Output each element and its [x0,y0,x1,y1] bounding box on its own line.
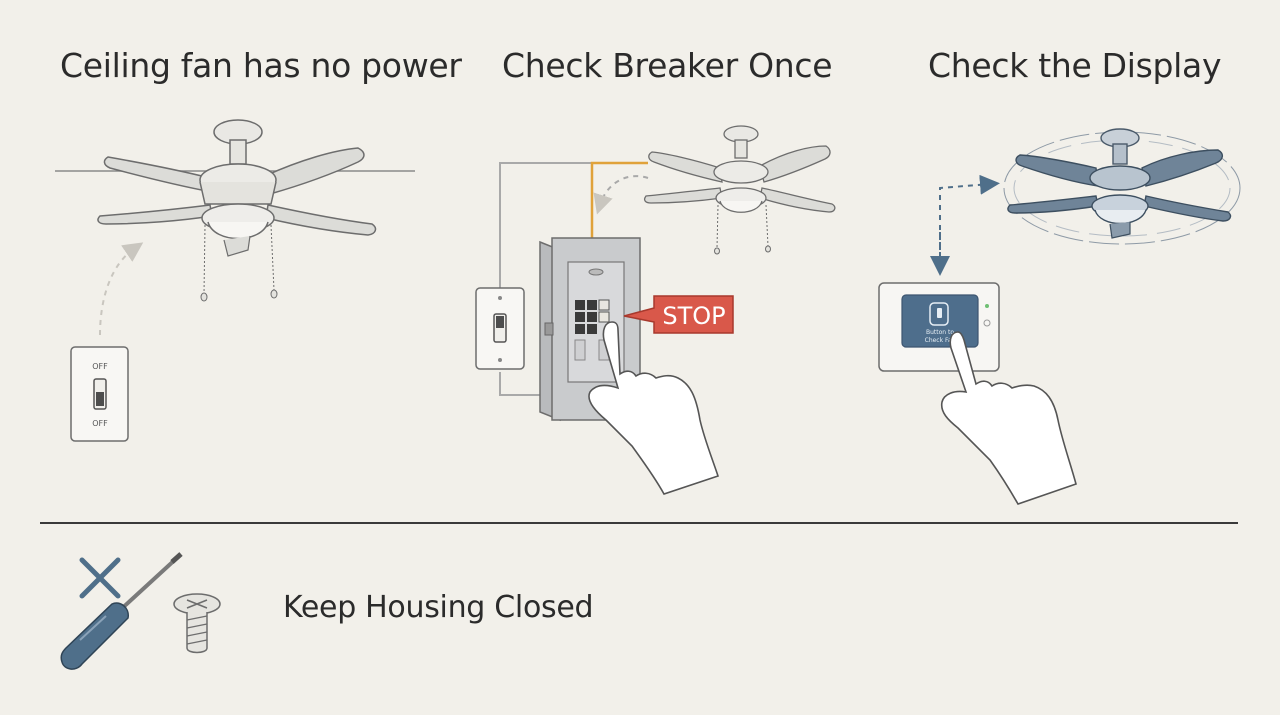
dashed-arrow-icon [939,174,1000,260]
display-text-line2: Check Fan [925,337,956,344]
stop-label: STOP [662,302,725,330]
section-divider [40,522,1238,524]
wall-switch-icon [70,346,129,442]
curved-arrow-icon [593,175,649,215]
pointing-hand-icon [588,321,720,495]
wall-switch-icon [475,287,525,370]
ceiling-fan-spinning-icon [1007,128,1232,239]
screwdriver-icon [60,552,183,670]
switch-bottom-label: OFF [92,419,108,428]
x-mark-icon [79,557,121,599]
switch-top-label: OFF [92,362,108,371]
ceiling-fan-icon [97,119,377,302]
display-device-icon [878,282,1000,372]
screw-icon [173,593,221,654]
display-text-line1: Button to [926,329,954,336]
orange-wire [590,161,648,238]
curved-arrow-icon [99,242,144,336]
panel-1-title: Ceiling fan has no power [60,46,462,85]
panel-3-scene: Button to Check Fan [878,128,1241,505]
pointing-hand-icon [940,331,1077,505]
keep-housing-closed-label: Keep Housing Closed [283,590,594,625]
stop-callout [623,295,734,334]
panel-3-title: Check the Display [928,46,1222,85]
panel-2-scene: STOP [475,125,836,495]
ceiling-fan-small-icon [644,125,836,255]
phone-icon [929,302,949,326]
panel-2-title: Check Breaker Once [502,46,833,85]
panel-1-scene: OFF OFF [55,119,415,442]
bottom-scene [60,552,221,670]
